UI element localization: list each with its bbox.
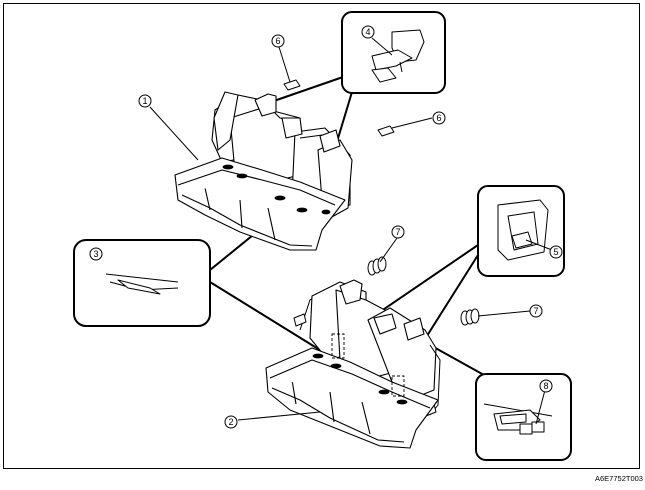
callout-7b-label: 7 bbox=[533, 306, 538, 316]
callout-8-label: 8 bbox=[543, 381, 548, 391]
callout-5-label: 5 bbox=[553, 247, 558, 257]
callout-1: 1 bbox=[138, 94, 152, 108]
callout-6b: 6 bbox=[432, 111, 446, 125]
callout-2: 2 bbox=[224, 415, 238, 429]
callout-6a-label: 6 bbox=[275, 36, 280, 46]
callout-7b: 7 bbox=[529, 304, 543, 318]
rear-seat-lower bbox=[265, 279, 441, 449]
inset-seat-hook bbox=[73, 239, 211, 327]
callout-3: 3 bbox=[89, 247, 103, 261]
callout-7a-label: 7 bbox=[395, 227, 400, 237]
inset-latch-striker bbox=[477, 185, 565, 277]
callout-5: 5 bbox=[549, 245, 563, 259]
clip-part-6a bbox=[283, 79, 301, 91]
callout-6b-label: 6 bbox=[436, 113, 441, 123]
callout-leaders bbox=[149, 37, 553, 425]
callout-3-label: 3 bbox=[93, 249, 98, 259]
callout-1-label: 1 bbox=[142, 96, 147, 106]
grommet-part-7b bbox=[460, 308, 480, 326]
callout-8: 8 bbox=[539, 379, 553, 393]
callout-2-label: 2 bbox=[228, 417, 233, 427]
callout-4-label: 4 bbox=[365, 27, 370, 37]
figure-code: A6E7752T003 bbox=[595, 474, 643, 483]
rear-seat-upper bbox=[174, 91, 353, 251]
callout-4: 4 bbox=[361, 25, 375, 39]
grommet-part-7a bbox=[367, 256, 387, 276]
inset-anchor-plate bbox=[475, 373, 572, 461]
inset-hinge-bracket bbox=[341, 11, 446, 94]
callout-6a: 6 bbox=[271, 34, 285, 48]
clip-part-6b bbox=[377, 125, 395, 137]
diagram-frame bbox=[3, 3, 640, 469]
callout-7a: 7 bbox=[391, 225, 405, 239]
